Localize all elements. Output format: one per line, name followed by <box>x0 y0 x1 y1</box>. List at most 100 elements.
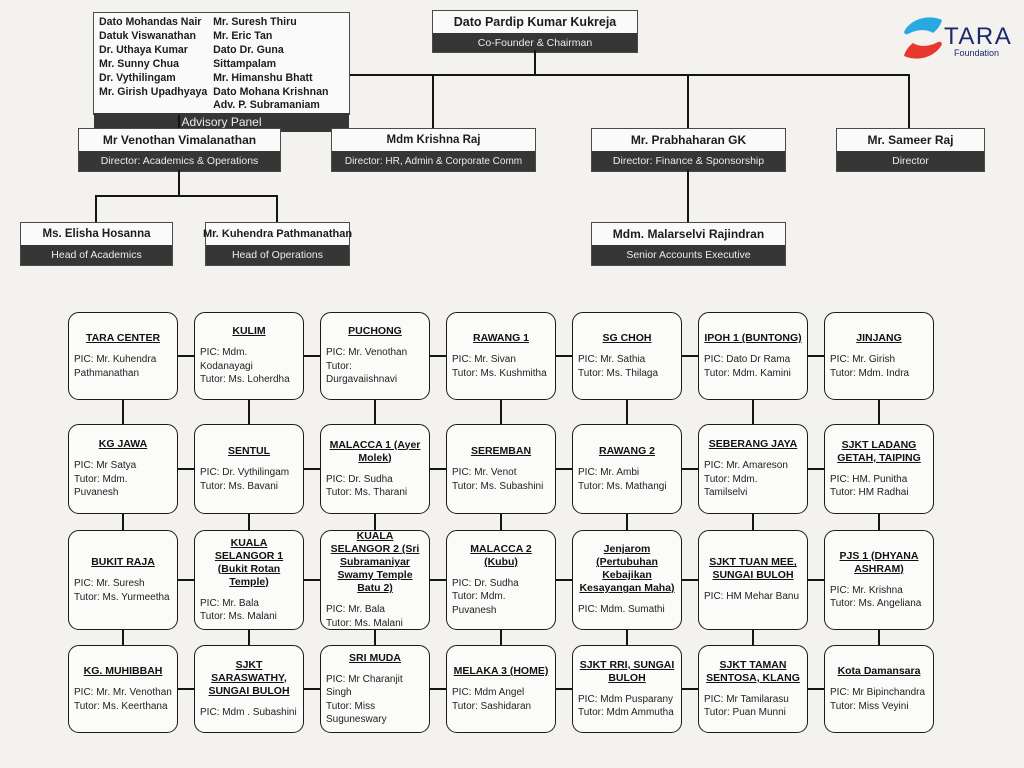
connector-line <box>808 355 824 357</box>
center-title: KUALA SELANGOR 2 (Sri Subramaniyar Swamy… <box>330 530 420 594</box>
center-detail: PIC: Mr. Venot <box>452 467 517 478</box>
center-detail: PIC: Mr. Bala <box>326 604 385 615</box>
advisory-member: Dr. Vythilingam <box>99 71 176 84</box>
connector-line <box>248 514 250 530</box>
connector-line <box>808 688 824 690</box>
advisory-member: Adv. P. Subramaniam <box>213 99 320 112</box>
advisory-member: Mr. Himanshu Bhatt <box>213 71 313 84</box>
center-title: SJKT LADANG GETAH, TAIPING <box>837 438 921 464</box>
center-detail: PIC: Dr. Sudha <box>452 577 519 589</box>
node-head-of-academics: Ms. Elisha Hosanna Head of Academics <box>20 222 173 266</box>
connector-line <box>178 170 180 197</box>
node-director-sameer: Mr. Sameer Raj Director <box>836 128 985 172</box>
center-title: KUALA SELANGOR 1 (Bukit Rotan Temple) <box>214 536 284 588</box>
center-detail: Tutor: Mdm. Indra <box>830 367 910 379</box>
chairman-title: Co-Founder & Chairman <box>433 33 637 52</box>
center-detail: Tutor: Ms. Malani <box>200 611 277 622</box>
connector-line <box>556 355 572 357</box>
connector-line <box>878 630 880 645</box>
center-title: Kota Damansara <box>837 665 921 677</box>
center-detail: PIC: Mr. Suresh <box>74 578 145 589</box>
center-detail: PIC: Mdm. Sumathi <box>578 604 665 616</box>
connector-line <box>752 514 754 530</box>
connector-line <box>95 195 278 197</box>
connector-line <box>682 579 698 581</box>
advisory-member: Mr. Girish Upadhyaya <box>99 85 208 98</box>
center-detail: Tutor: Sashidaran <box>452 700 532 712</box>
connector-line <box>687 170 689 222</box>
connector-line <box>878 514 880 530</box>
center-detail: PIC: Mr. Mr. Venothan <box>74 687 172 698</box>
center-title: KG. MUHIBBAH <box>83 665 163 677</box>
connector-line <box>122 630 124 645</box>
center-detail: Tutor: Ms. Angeliana <box>830 598 922 609</box>
center-title: BUKIT RAJA <box>91 556 155 568</box>
connector-line <box>304 579 320 581</box>
connector-line <box>500 400 502 424</box>
connector-line <box>178 115 180 128</box>
connector-line <box>350 74 910 76</box>
center-detail: PIC: Dr. Sudha <box>326 473 393 485</box>
center-detail: PIC: Dr. Vythilingam <box>200 467 290 478</box>
advisory-member: Dato Mohana Krishnan <box>213 85 329 98</box>
node-head-of-operations: Mr. Kuhendra Pathmanathan Head of Operat… <box>203 222 352 266</box>
connector-line <box>122 514 124 530</box>
node-director-academics-operations: Mr Venothan Vimalanathan Director: Acade… <box>78 128 281 172</box>
center-title: MELAKA 3 (HOME) <box>453 665 549 677</box>
center-detail: Tutor: Mdm. Kamini <box>704 367 791 379</box>
connector-line <box>248 400 250 424</box>
center-detail: Tutor: Ms. Subashini <box>452 480 544 492</box>
center-title: SEREMBAN <box>470 445 532 457</box>
center-title: KULIM <box>232 325 266 338</box>
connector-line <box>534 50 536 76</box>
center-detail: Tutor: Mdm. Tamilselvi <box>704 473 758 499</box>
advisory-member: Datuk Viswanathan <box>99 29 196 42</box>
center-detail: Tutor: Ms. Tharani <box>326 487 408 498</box>
connector-line <box>808 468 824 470</box>
center-title: IPOH 1 (BUNTONG) <box>704 332 802 344</box>
center-detail: PIC: Mr. Sathia <box>578 354 646 365</box>
connector-line <box>122 400 124 424</box>
center-title: SJKT TAMAN SENTOSA, KLANG <box>706 658 800 684</box>
advisory-member: Mr. Sunny Chua <box>99 57 180 70</box>
connector-line <box>178 355 194 357</box>
head-title: Head of Operations <box>206 245 349 265</box>
connector-line <box>500 630 502 645</box>
center-detail: Tutor: Ms. Loherdha <box>200 374 290 386</box>
director-title: Director: Academics & Operations <box>79 151 280 171</box>
center-detail: Tutor: Miss Suguneswary <box>326 700 387 726</box>
connector-line <box>374 514 376 530</box>
center-title: TARA CENTER <box>85 332 161 344</box>
center-detail: PIC: Mr. Bala <box>200 597 259 609</box>
connector-line <box>556 688 572 690</box>
center-detail: PIC: Mr Tamilarasu <box>704 693 789 705</box>
center-detail: Tutor: Mdm. Puvanesh <box>452 591 506 616</box>
head-name: Mr. Kuhendra Pathmanathan <box>203 223 352 245</box>
center-title: MALACCA 2 (Kubu) <box>470 542 532 568</box>
center-title: SEBERANG JAYA <box>708 438 798 451</box>
center-detail: Tutor: Puan Munni <box>704 707 786 718</box>
center-detail: Tutor: Ms. Yurmeetha <box>74 591 170 603</box>
center-detail: PIC: Mdm Pusparany <box>578 693 674 705</box>
head-name: Mdm. Malarselvi Rajindran <box>592 223 785 245</box>
center-title: PJS 1 (DHYANA ASHRAM) <box>839 549 919 575</box>
head-title: Senior Accounts Executive <box>592 245 785 265</box>
connector-line <box>752 630 754 645</box>
logo-subtitle: Foundation <box>954 48 999 58</box>
connector-line <box>430 468 446 470</box>
